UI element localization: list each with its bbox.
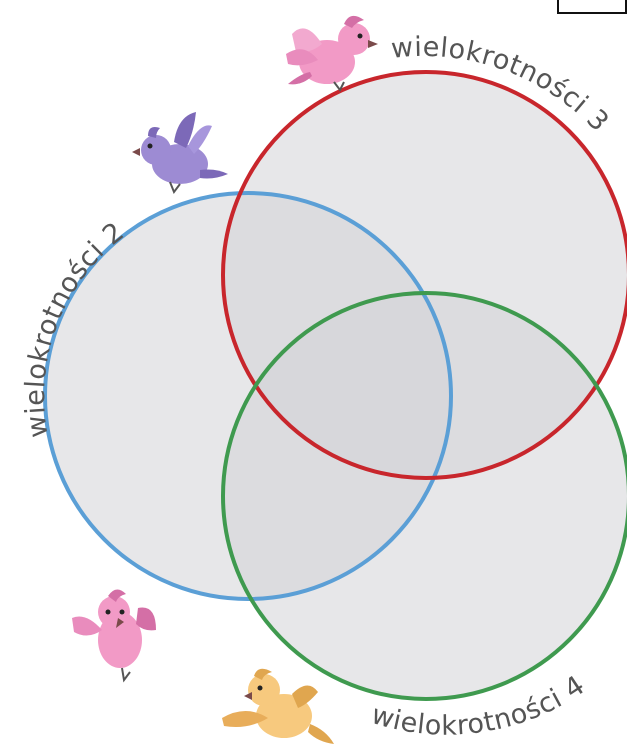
corner-frame [557,0,627,14]
circle-outlines [43,70,627,701]
circle-fills [45,72,627,699]
circle-outline-set-2 [43,191,453,601]
pink-bird-icon [72,589,156,683]
orange-bird-icon [222,668,334,744]
pink-bird-icon [286,15,378,92]
circle-outline-set-4 [221,291,627,701]
circle-outline-set-3 [221,70,627,480]
purple-bird-icon [132,112,228,195]
